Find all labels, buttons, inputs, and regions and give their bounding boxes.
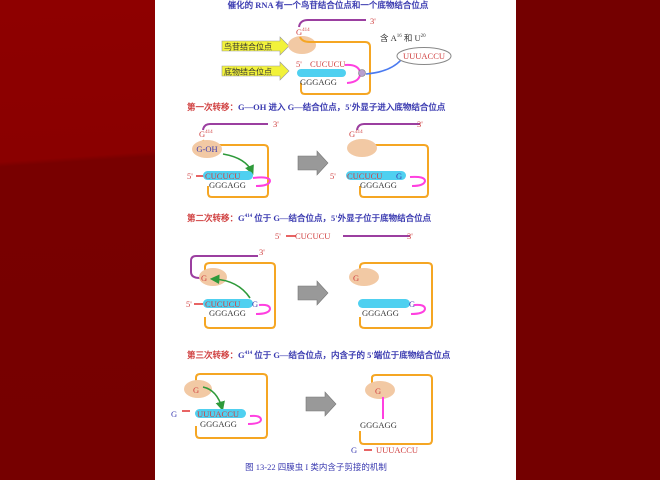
- five-prime-label: 5': [187, 171, 193, 181]
- substrate-site-label: 底物结合位点: [224, 67, 272, 77]
- connector-line: [365, 59, 402, 75]
- slide-background-right: [516, 0, 660, 480]
- released-exon-line: 5' CUCUCU 3': [275, 231, 413, 241]
- g-label: G: [351, 445, 357, 455]
- ggg-sequence: GGGAGG: [360, 420, 397, 430]
- ggg-sequence: GGGAGG: [362, 308, 399, 318]
- bubble-sequence: UUUACCU: [403, 51, 445, 61]
- step2-heading: 第二次转移：G414 位于 G—结合位点，5'外显子位于底物结合位点: [187, 213, 432, 223]
- intron-sequence: UUUACCU: [197, 409, 239, 419]
- exon-sequence: CUCUCU: [205, 171, 240, 181]
- five-prime-label: 5': [275, 231, 281, 241]
- step2-transition-arrow: [297, 280, 329, 306]
- step3-heading: 第三次转移：G414 位于 G—结合位点，内含子的 5'端位于底物结合位点: [187, 350, 451, 360]
- five-prime-label: 5': [186, 299, 192, 309]
- attack-arrow: [222, 153, 254, 175]
- step3-before: G G UUUACCU GGGAGG: [171, 373, 268, 439]
- three-prime-label: 3': [407, 231, 413, 241]
- intron-sequence: UUUACCU: [376, 445, 418, 455]
- exon-sequence: CUCUCU: [205, 299, 240, 309]
- step3-transition-arrow: [305, 391, 337, 417]
- a16-u20-node: [358, 69, 366, 77]
- ribozyme-backbone: [299, 36, 371, 95]
- slide-background-left: [0, 0, 155, 480]
- five-prime-label: 5': [330, 171, 336, 181]
- step2-after: G G GGGAGG: [349, 262, 433, 329]
- exon-sequence: CUCUCU: [347, 171, 382, 181]
- g414-label: G414: [349, 129, 363, 139]
- three-prime-label: 3': [417, 119, 423, 129]
- contains-a16-u20: 含 A16 和 U20: [380, 33, 426, 43]
- guanosine-site-arrow: 鸟苷结合位点: [221, 36, 290, 56]
- hairpin-loop: [344, 63, 362, 84]
- three-prime-label: 3': [259, 247, 265, 257]
- substrate-site-arrow: 底物结合位点: [221, 61, 290, 81]
- g414-label: G414: [199, 129, 213, 139]
- step1-before: 3' G414 G-OH 5' CUCUCU GGGAGG: [187, 119, 279, 198]
- substrate-site-pill: [297, 69, 346, 77]
- guanosine-binding-site: [288, 36, 316, 54]
- g-label: G: [252, 299, 258, 309]
- attack-arrow: [209, 274, 251, 299]
- g-label: G: [396, 171, 402, 181]
- attack-arrow: [202, 386, 225, 412]
- step1-transition-arrow: [297, 150, 329, 176]
- g-label: G: [201, 273, 207, 283]
- sequence-bubble: [396, 47, 452, 65]
- step1-after: 3' G414 5' CUCUCU G GGGAGG: [330, 119, 429, 198]
- exon-sequence: CUCUCU: [295, 231, 330, 241]
- ggg-sequence: GGGAGG: [209, 180, 246, 190]
- three-prime-label: 3': [273, 119, 279, 129]
- ggg-sequence: GGGAGG: [209, 308, 246, 318]
- figure-caption: 图 13-22 四膜虫 I 类内含子剪接的机制: [245, 462, 387, 472]
- g-label: G: [375, 386, 381, 396]
- g-label: G: [171, 409, 177, 419]
- five-prime-label: 5': [296, 59, 302, 69]
- g-label: G: [193, 385, 199, 395]
- step2-before: 3' G 5' CUCUCU G GGGAGG: [186, 247, 276, 329]
- ggg-sequence: GGGAGG: [200, 419, 237, 429]
- step3-after: G GGGAGG G UUUACCU: [351, 374, 433, 455]
- three-prime-label: 3': [370, 16, 376, 26]
- figure-panel: [155, 0, 516, 480]
- step1-heading: 第一次转移：G—OH 进入 G—结合位点，5'外显子进入底物结合位点: [187, 102, 446, 112]
- g-label: G: [409, 299, 415, 309]
- ggg-sequence: GGGAGG: [360, 180, 397, 190]
- guanosine-site-label: 鸟苷结合位点: [224, 42, 272, 52]
- g-label: G: [353, 273, 359, 283]
- figure-title: 催化的 RNA 有一个鸟苷结合位点和一个底物结合位点: [228, 0, 429, 10]
- overview-diagram: 鸟苷结合位点 底物结合位点 3' G414 5' CUCUCU GGGAGG 含…: [221, 16, 452, 95]
- g-oh-label: G-OH: [196, 144, 217, 154]
- three-prime-strand: [298, 19, 366, 28]
- exon-sequence: CUCUCU: [310, 59, 345, 69]
- ggg-sequence: GGGAGG: [300, 77, 337, 87]
- g414-label: G414: [296, 27, 310, 37]
